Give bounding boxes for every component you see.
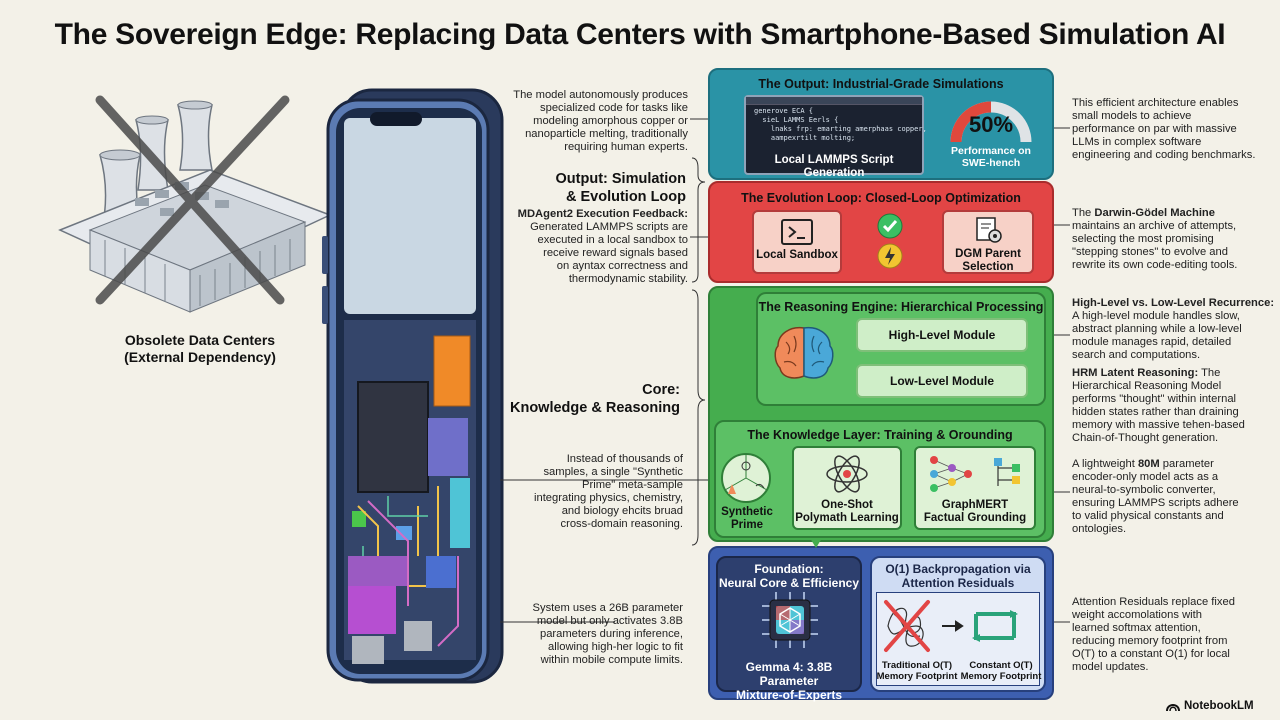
page-title: The Sovereign Edge: Replacing Data Cente… [54, 18, 1226, 51]
x-mark-icon [95, 95, 290, 305]
loop-arrows-icon [974, 612, 1016, 640]
terminal-icon [781, 219, 813, 245]
down-arrow-icon [810, 538, 822, 548]
notebooklm-logo-icon [1166, 704, 1180, 712]
note-attention-residuals: Attention Residuals replace fixed weight… [1072, 596, 1235, 673]
data-center-caption: Obsolete Data Centers (External Dependen… [124, 332, 276, 365]
note-recurrence: High-Level vs. Low-Level Recurrence: A h… [1072, 297, 1275, 361]
gauge-value: 50% [968, 112, 1014, 137]
constant-memory-label: Constant O(T) Memory Footprint [960, 660, 1042, 682]
data-center-illustration [58, 95, 332, 313]
note-dgm: The Darwin-Gödel Machine maintains an ar… [1072, 207, 1238, 271]
check-icon [877, 213, 903, 239]
low-level-module: Low-Level Module [856, 364, 1028, 398]
code-block: generove ECA { sieL LAMMS Eerls { lnaks … [754, 107, 927, 142]
chip-label: Gemma 4: 3.8B Parameter Mixture-of-Exper… [735, 660, 842, 702]
high-level-module: High-Level Module [856, 318, 1028, 352]
document-gear-icon [976, 217, 1002, 243]
backprop-comparison [876, 592, 1040, 686]
polymath-card: One-Shot Polymath Learning [792, 446, 902, 530]
local-sandbox-card: Local Sandbox [752, 210, 842, 274]
note-mdagent: MDAgent2 Execution Feedback: Generated L… [517, 208, 688, 285]
graphmert-label: GraphMERT Factual Grounding [923, 499, 1027, 524]
synthetic-prime-icon [721, 453, 771, 503]
chip-icon [762, 592, 818, 648]
gauge-icon [950, 101, 1032, 143]
smartphone-illustration [322, 88, 504, 684]
section-label-core: Core: Knowledge & Reasoning [510, 382, 680, 416]
note-output-right: This efficient architecture enables smal… [1072, 97, 1256, 161]
atom-icon [826, 455, 868, 493]
code-window-titlebar [746, 97, 922, 105]
lightning-icon [877, 243, 903, 269]
graphmert-card: GraphMERT Factual Grounding [914, 446, 1036, 530]
neural-network-icon [930, 456, 1020, 492]
section-label-output: Output: Simulation & Evolution Loop [555, 171, 686, 205]
right-arrow-icon [942, 620, 964, 632]
note-graphmert: A lightweight 80M parameter encoder-only… [1072, 458, 1239, 535]
dgm-parent-card: DGM Parent Selection [942, 210, 1034, 274]
x-mark-icon [884, 600, 930, 652]
synthetic-prime-label: Synthetic Prime [721, 506, 773, 531]
brand-logo: NotebookLM [1166, 698, 1274, 714]
note-output-left: The model autonomously produces speciali… [513, 89, 688, 153]
note-hrm: HRM Latent Reasoning: The Hierarchical R… [1072, 367, 1245, 444]
traditional-memory-label: Traditional O(T) Memory Footprint [876, 660, 958, 682]
circuit-board-icon [344, 320, 476, 664]
gauge-caption: Performance on SWE-hench [951, 145, 1031, 169]
code-caption: Local LAMMPS Script Generation [774, 154, 894, 179]
brain-icon [774, 326, 834, 379]
note-gemma: System uses a 26B parameter model but on… [532, 602, 683, 666]
code-window: generove ECA { sieL LAMMS Eerls { lnaks … [744, 95, 927, 175]
note-synthetic-prime: Instead of thousands of samples, a singl… [533, 453, 683, 530]
memory-comparison-icon [884, 600, 1018, 652]
polymath-label: One-Shot Polymath Learning [795, 499, 899, 524]
